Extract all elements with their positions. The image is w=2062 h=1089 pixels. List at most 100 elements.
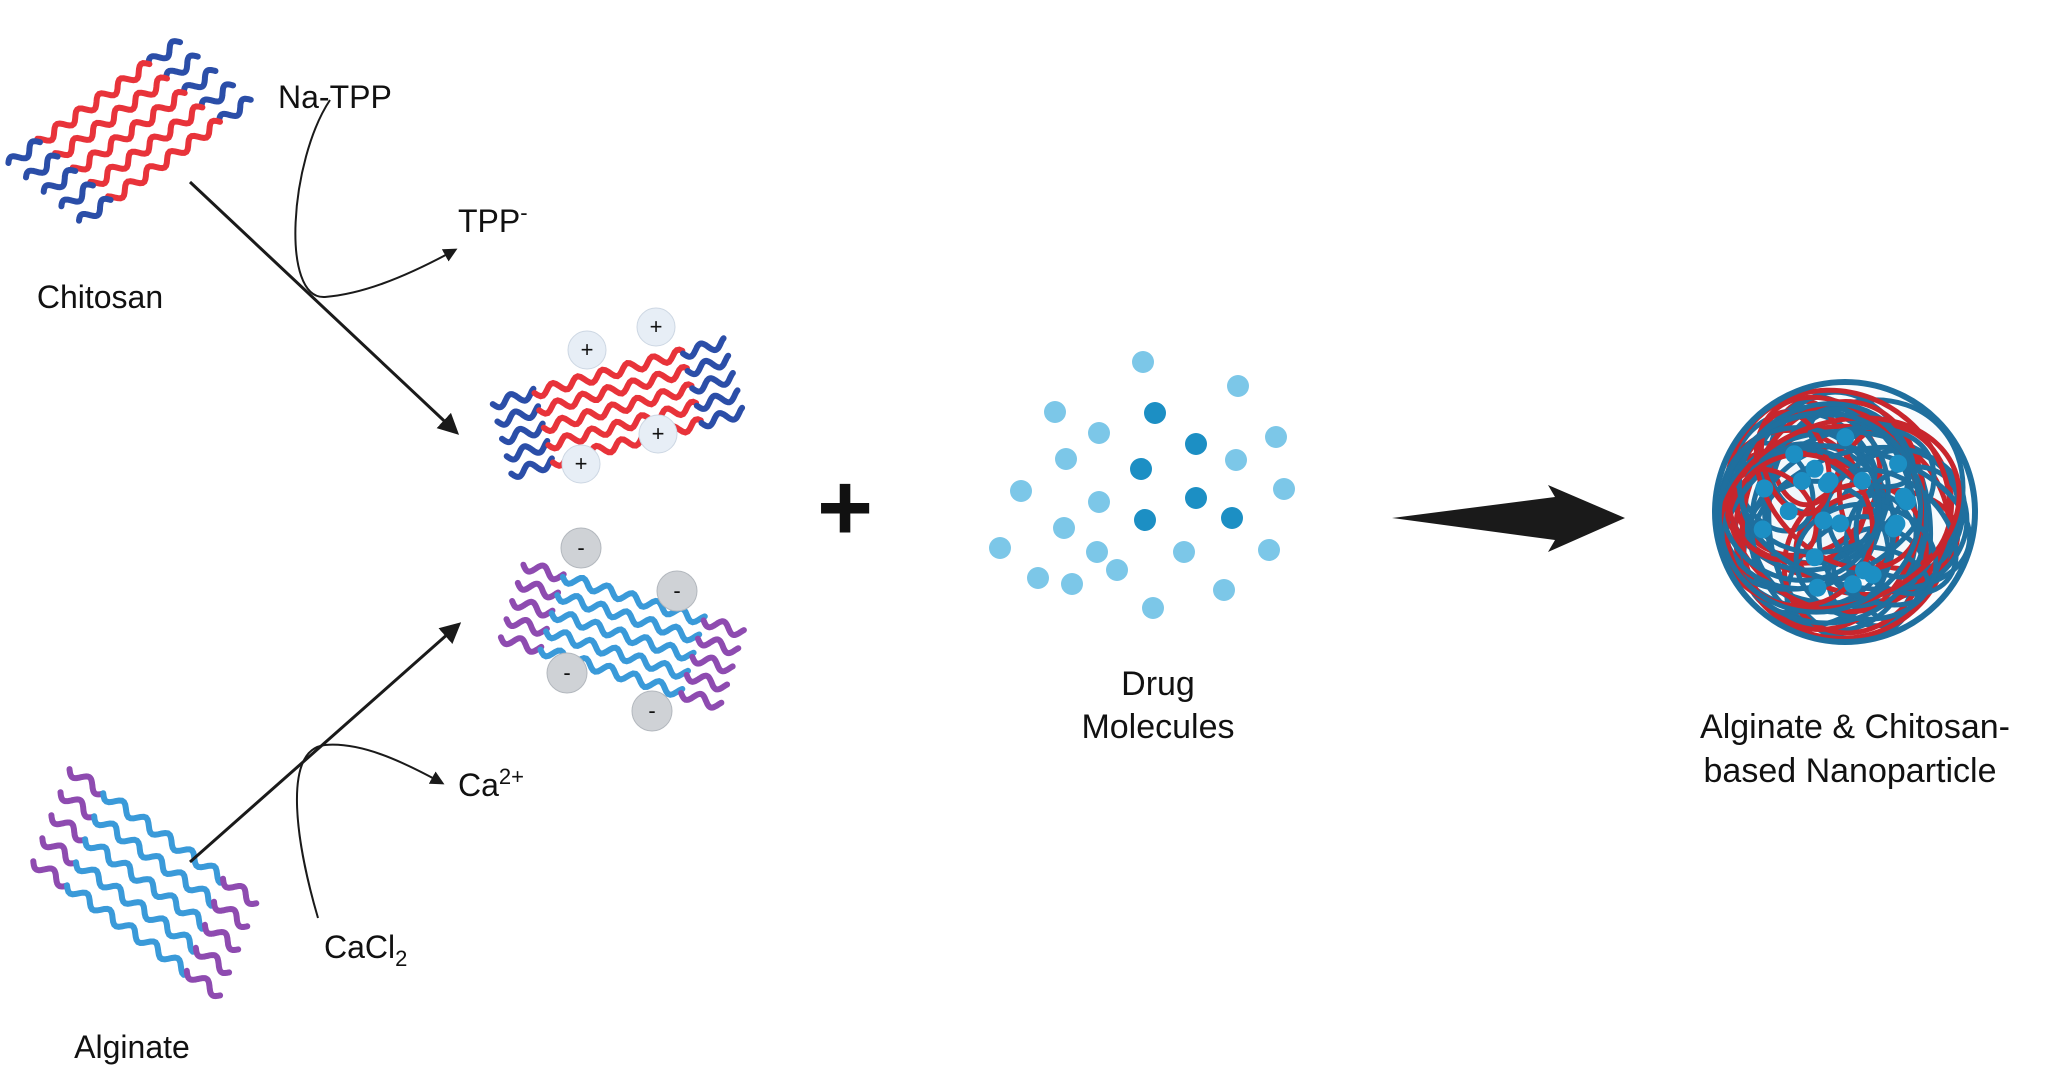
drug-molecule xyxy=(1086,541,1108,563)
nanoparticle-label-line2: based Nanoparticle xyxy=(1704,752,1997,790)
polymer-strand xyxy=(536,363,690,417)
positive-charge-bubble xyxy=(636,307,676,347)
polymer-strand xyxy=(100,790,224,886)
polymer-strand xyxy=(105,117,223,202)
polymer-strand xyxy=(489,385,537,411)
negative-charge-sign: - xyxy=(577,535,584,560)
ca-release-arrow xyxy=(295,743,445,919)
negative-charge-sign: - xyxy=(673,578,680,603)
drug-molecule xyxy=(1088,422,1110,444)
polymer-strand xyxy=(554,592,703,644)
polymer-strand xyxy=(689,653,736,675)
drug-molecule xyxy=(1144,402,1166,424)
tpp-ion-label: TPP- xyxy=(458,200,528,239)
polymer-strand xyxy=(64,882,187,978)
polymer-strand xyxy=(694,635,742,657)
encapsulated-drug xyxy=(1792,472,1811,490)
polymer-strand xyxy=(508,455,555,480)
polymer-strand xyxy=(198,81,237,110)
nanoparticle-illustration xyxy=(1712,379,1978,645)
drug-molecule xyxy=(1010,480,1032,502)
polymer-strand xyxy=(69,88,188,173)
polymer-strand xyxy=(545,398,700,452)
encapsulated-drug xyxy=(1820,471,1839,490)
polymer-strand xyxy=(220,875,260,907)
drug-molecule xyxy=(1134,509,1156,531)
polymer-strand xyxy=(509,598,556,619)
encapsulated-drug xyxy=(1894,487,1913,506)
polymer-strand xyxy=(183,967,224,1000)
drug-molecule xyxy=(1185,433,1207,455)
drug-molecule xyxy=(1185,487,1207,509)
drug-molecule xyxy=(1227,375,1249,397)
polymer-strand xyxy=(540,381,695,435)
polymer-strand xyxy=(40,167,79,195)
polymer-strand xyxy=(180,67,219,95)
polymer-strand xyxy=(494,403,542,428)
encapsulated-drug xyxy=(1805,548,1824,567)
nanoparticle-strand xyxy=(1716,410,1924,615)
positive-charge-sign: + xyxy=(650,314,663,339)
polymer-strand xyxy=(683,671,731,693)
drug-molecule xyxy=(1265,426,1287,448)
chitosan-polymer-bundle xyxy=(5,38,254,224)
polymer-strand xyxy=(82,836,205,932)
polymer-strand xyxy=(145,38,184,66)
drug-label-line1: Drug xyxy=(1121,665,1195,703)
process-arrow xyxy=(1392,485,1625,552)
encapsulated-drug xyxy=(1831,514,1850,533)
encapsulated-drug xyxy=(1779,502,1798,521)
encapsulated-drug xyxy=(1785,445,1804,464)
charged-alginate-bundle: ---- xyxy=(497,527,747,732)
encapsulated-drug xyxy=(1755,479,1774,498)
drug-molecule xyxy=(1225,449,1247,471)
polymer-strand xyxy=(66,766,106,798)
polymer-strand xyxy=(192,944,233,976)
polymer-strand xyxy=(680,335,727,360)
charged-chitosan-bundle: + + + + xyxy=(489,307,746,484)
polymer-strand xyxy=(91,813,215,909)
encapsulated-drug xyxy=(1836,428,1855,447)
polymer-strand xyxy=(57,789,97,821)
positive-charge-sign: + xyxy=(652,421,665,446)
alginate-polymer-bundle xyxy=(30,766,260,1000)
polymer-strand xyxy=(48,812,88,844)
polymer-strand xyxy=(678,690,725,711)
drug-molecule xyxy=(1106,559,1128,581)
encapsulated-drug xyxy=(1853,471,1872,490)
drug-molecule xyxy=(1132,351,1154,373)
drug-molecule xyxy=(1044,401,1066,423)
polymer-strand xyxy=(700,617,747,638)
polymer-strand xyxy=(30,858,70,890)
negative-charge-sign: - xyxy=(648,698,655,723)
polymer-strand xyxy=(58,181,96,210)
polymer-strand xyxy=(503,438,551,463)
polymer-strand xyxy=(503,616,550,637)
polymer-strand xyxy=(23,152,61,181)
polymer-strand xyxy=(163,52,201,81)
polymer-strand xyxy=(520,561,567,583)
polymer-strand xyxy=(689,370,736,395)
polymer-strand xyxy=(543,628,691,680)
polymer-strand xyxy=(5,138,43,166)
positive-charge-sign: + xyxy=(581,337,594,362)
polymer-strand xyxy=(531,346,686,400)
encapsulated-drug xyxy=(1814,511,1833,530)
drug-molecule xyxy=(1142,597,1164,619)
drug-molecule xyxy=(1130,458,1152,480)
cacl2-label: CaCl2 xyxy=(324,929,407,971)
polymer-strand xyxy=(698,404,746,430)
drug-molecule xyxy=(1088,491,1110,513)
tpp-release-arrow xyxy=(294,99,458,299)
nanoparticle-outline xyxy=(1712,379,1978,645)
positive-charge-sign: + xyxy=(575,451,588,476)
polymer-strand xyxy=(684,352,732,378)
drug-molecule xyxy=(1213,579,1235,601)
encapsulated-drug xyxy=(1753,520,1772,539)
encapsulated-drug xyxy=(1808,578,1827,597)
positive-charge-bubble xyxy=(638,414,678,454)
polymer-strand xyxy=(76,195,114,224)
polymer-strand xyxy=(514,579,562,601)
drug-molecule xyxy=(1173,541,1195,563)
